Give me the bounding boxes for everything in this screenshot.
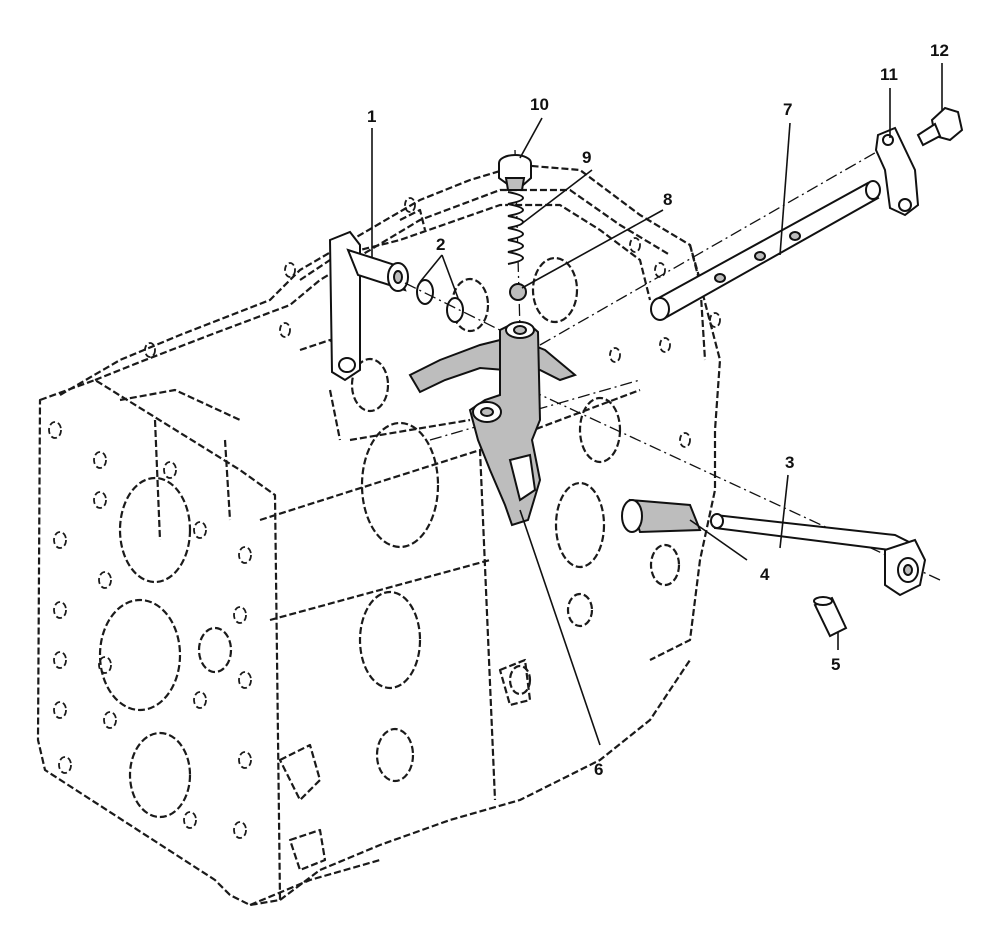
callout-5: 5: [831, 655, 840, 674]
part-6-shift-fork: [408, 321, 578, 527]
callout-8: 8: [663, 190, 672, 209]
callout-7: 7: [783, 100, 792, 119]
callout-11: 11: [880, 65, 898, 84]
callout-10: 10: [530, 95, 549, 114]
part-2-o-rings: [416, 279, 464, 323]
axis-line-3: [429, 379, 641, 441]
part-1-shift-lever: [328, 230, 409, 382]
part-9-spring: [507, 191, 524, 265]
part-11-retainer-plate: [874, 126, 920, 217]
callout-1: 1: [367, 107, 376, 126]
part-3-shift-arm: [710, 513, 927, 597]
part-12-bolt: [916, 106, 964, 147]
callout-12: 12: [930, 41, 949, 60]
callout-4: 4: [760, 565, 770, 584]
callout-9: 9: [582, 148, 591, 167]
leader-lines: [371, 63, 943, 746]
callout-6: 6: [594, 760, 603, 779]
part-5-roll-pin: [813, 596, 848, 638]
callout-3: 3: [785, 453, 794, 472]
part-7-shift-rod: [650, 180, 881, 321]
callout-labels: 1 2 3 4 5 6 7 8 9 10 11 12: [367, 41, 949, 779]
part-4-knob: [621, 498, 702, 534]
callout-2: 2: [436, 235, 445, 254]
part-10-plug: [498, 154, 532, 191]
transmission-housing: [36, 163, 722, 907]
